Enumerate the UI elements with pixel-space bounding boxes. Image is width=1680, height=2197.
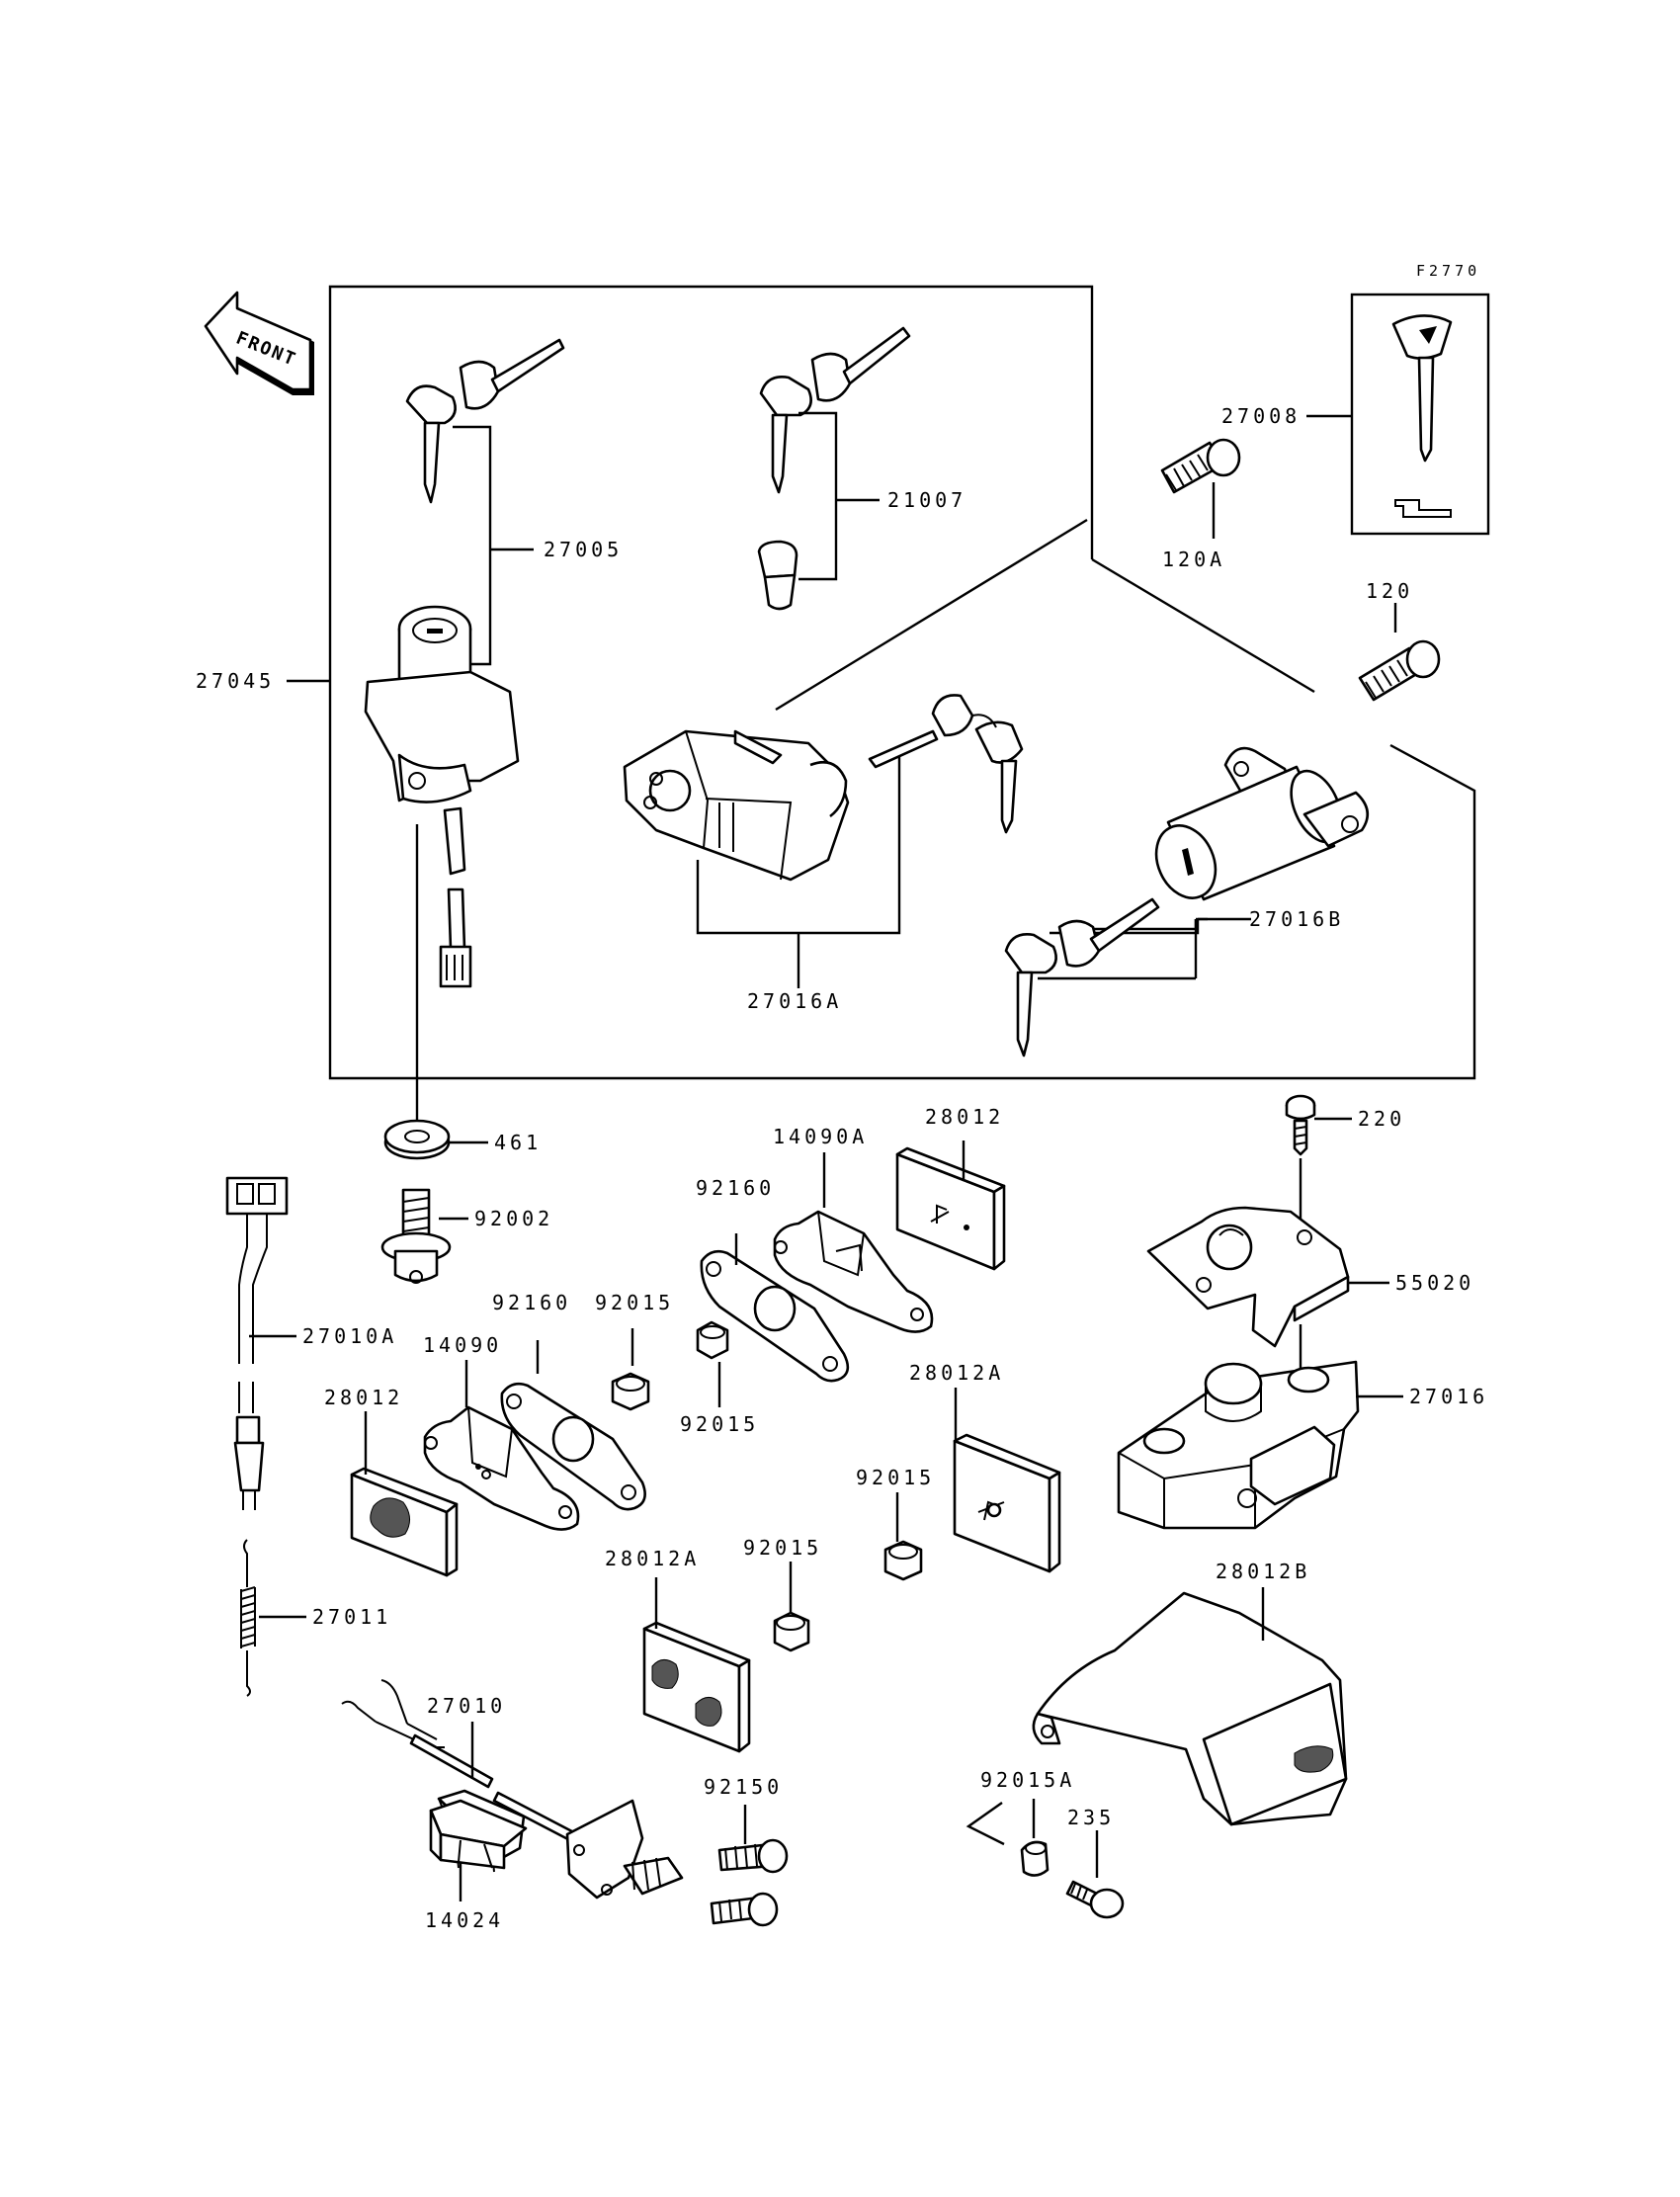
reflector-28012-top-icon [895, 1146, 1006, 1271]
label-461: 461 [494, 1131, 542, 1154]
switch-14024-icon [429, 1799, 528, 1870]
bolt-92002-icon [380, 1188, 452, 1284]
collar-92015A-icon [1020, 1840, 1050, 1877]
bolt-235-icon [1065, 1880, 1125, 1919]
figure-code: F2770 [1416, 262, 1480, 280]
label-27010A: 27010A [302, 1324, 397, 1348]
label-27016B: 27016B [1249, 907, 1344, 931]
connector-27010A-icon [225, 1176, 289, 1510]
label-92002: 92002 [474, 1207, 553, 1230]
assembly-frame-diagonal [1091, 557, 1315, 694]
key-pair-27016B-icon [1004, 897, 1160, 1057]
ignition-switch-27045-icon [364, 605, 520, 988]
screws-92150-icon [710, 1838, 789, 1927]
plate-92160-mid-icon [500, 1382, 646, 1511]
plate-92160-top-icon [700, 1249, 850, 1383]
label-27010: 27010 [427, 1694, 506, 1718]
label-235: 235 [1067, 1806, 1115, 1829]
label-14090: 14090 [423, 1333, 502, 1357]
label-120A: 120A [1162, 548, 1225, 571]
screw-120A-icon [1160, 438, 1241, 494]
label-55020: 55020 [1395, 1271, 1474, 1295]
label-27008: 27008 [1221, 404, 1301, 428]
key-27008-box [1350, 293, 1490, 536]
label-92160-mid: 92160 [492, 1291, 571, 1314]
label-28012A-right: 28012A [909, 1361, 1004, 1385]
seat-lock-27016A-icon [623, 729, 850, 882]
lock-housing-27016-icon [1117, 1360, 1360, 1530]
label-27016: 27016 [1409, 1385, 1488, 1408]
bracket-55020-icon [1146, 1206, 1350, 1348]
screw-220-icon [1285, 1094, 1316, 1156]
spring-27011-icon [240, 1539, 256, 1697]
label-28012B: 28012B [1216, 1560, 1310, 1583]
label-92015-b: 92015 [680, 1412, 759, 1436]
key-pair-27016A-icon [868, 694, 1024, 834]
label-92150: 92150 [704, 1775, 783, 1799]
reflector-28012A-mid-icon [642, 1621, 751, 1753]
label-14024: 14024 [425, 1908, 504, 1932]
key-27008-icon [1391, 314, 1453, 518]
harness-27010-icon [341, 1679, 684, 1900]
screw-120-icon [1358, 639, 1441, 702]
label-92160-top: 92160 [696, 1176, 775, 1200]
label-27016A: 27016A [747, 989, 842, 1013]
label-28012-left: 28012 [324, 1386, 403, 1409]
front-arrow-icon: FRONT [204, 291, 314, 395]
reflector-28012A-right-icon [953, 1433, 1061, 1573]
nut-92015-a-icon [611, 1372, 650, 1411]
label-21007: 21007 [887, 488, 966, 512]
cover-14090A-icon [773, 1210, 934, 1333]
label-28012A-mid: 28012A [605, 1547, 700, 1570]
label-27011: 27011 [312, 1605, 391, 1629]
label-92015A: 92015A [980, 1768, 1075, 1792]
label-27005: 27005 [544, 538, 623, 561]
assembly-frame [328, 285, 1476, 1080]
nut-92015-d-icon [773, 1611, 810, 1652]
nut-92015-b-icon [696, 1320, 729, 1360]
cover-14090-icon [423, 1405, 580, 1531]
key-pair-21007-icon [757, 326, 911, 611]
label-92015-c: 92015 [856, 1466, 935, 1489]
label-92015-a: 92015 [595, 1291, 674, 1314]
key-pair-27005-icon [405, 338, 565, 504]
reflector-28012-left-icon [350, 1467, 459, 1577]
label-14090A: 14090A [773, 1125, 868, 1148]
label-92015-d: 92015 [743, 1536, 822, 1560]
label-28012-top: 28012 [925, 1105, 1004, 1129]
label-120: 120 [1366, 579, 1413, 603]
cover-28012B-icon [1032, 1591, 1348, 1826]
nut-92015-c-icon [883, 1540, 923, 1581]
washer-461-icon [383, 1119, 451, 1160]
label-220: 220 [1358, 1107, 1405, 1131]
label-27045: 27045 [196, 669, 275, 693]
helmet-lock-27016B-icon [1154, 746, 1370, 901]
